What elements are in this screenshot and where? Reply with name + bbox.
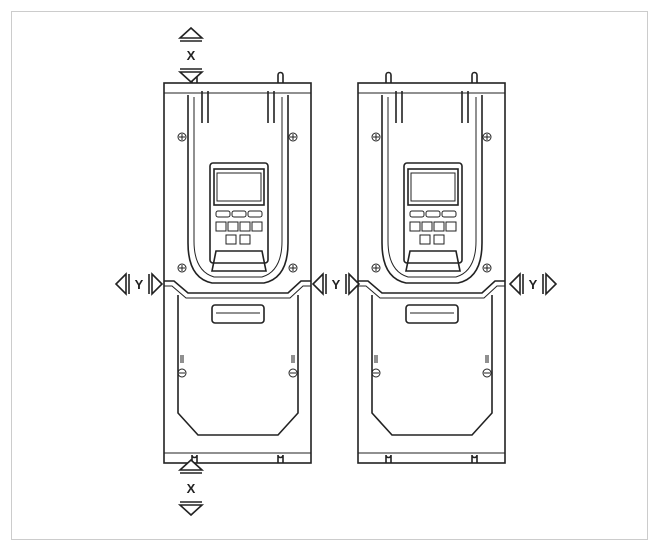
spacing-left-label: Y [135, 277, 144, 292]
diagram-border [11, 11, 648, 540]
spacing-middle-arrows [311, 272, 361, 296]
drive-unit-right [357, 71, 506, 464]
spacing-left-arrows [114, 272, 164, 296]
spacing-right-arrows [508, 272, 558, 296]
spacing-middle-label: Y [332, 277, 341, 292]
clearance-top-label: X [187, 48, 196, 63]
spacing-right-label: Y [529, 277, 538, 292]
clearance-top-arrows [177, 26, 205, 84]
clearance-bottom-label: X [187, 481, 196, 496]
clearance-bottom-arrows [177, 458, 205, 517]
drive-unit-left [163, 71, 312, 464]
